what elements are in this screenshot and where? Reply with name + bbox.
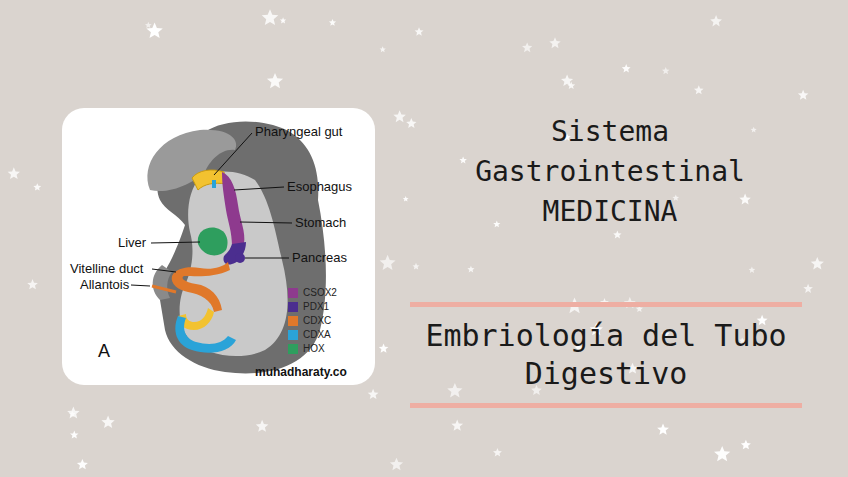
star [77,459,88,469]
thyroid-bud [212,180,216,188]
star [403,196,409,202]
star [329,19,336,26]
star [741,440,751,450]
midgut [172,262,230,312]
star [714,446,730,461]
legend-swatch [288,330,298,340]
legend-text: HOX [303,344,325,354]
pancreas-bud [235,253,245,263]
organ-label: Stomach [295,216,346,229]
star [256,420,269,432]
legend-swatch [288,344,298,354]
legend-swatch [288,316,298,326]
star [33,183,41,190]
star [380,255,396,270]
star [749,267,756,273]
legend-text: CSOX2 [303,288,337,298]
legend-row: CSOX2 [288,288,337,298]
liver-bud [198,228,228,256]
legend-text: PDX1 [303,302,329,312]
subtitle-band: Embriología del Tubo Digestivo [410,302,802,408]
star [493,448,502,456]
star [549,37,560,48]
star [145,22,152,28]
allantois [152,286,176,292]
star [811,257,824,270]
watermark: muhadharaty.co [255,366,347,378]
star [101,416,114,429]
star [710,15,722,26]
star [622,64,631,72]
organ-label: Vitelline duct [70,262,143,275]
legend-row: HOX [288,344,325,354]
star [694,85,704,94]
organ-label: Liver [118,236,146,249]
star [69,411,76,417]
organ-label: Pharyngeal gut [255,125,342,138]
organ-label: Allantois [80,278,129,291]
star [27,279,38,289]
star [390,458,403,471]
legend-swatch [288,302,298,312]
star [368,389,379,399]
hindgut-blue [175,316,236,353]
image-panel [62,108,375,385]
star [657,423,669,434]
star [803,284,813,293]
legend-swatch [288,288,298,298]
star [739,194,750,205]
star [8,167,20,179]
organ-label: Pancreas [292,251,347,264]
star [567,82,575,90]
star [493,221,500,228]
star [67,407,80,419]
star [451,420,463,431]
star [415,27,424,36]
star [447,383,462,398]
legend-row: PDX1 [288,302,329,312]
star [413,263,420,270]
legend-text: CDXC [303,316,331,326]
star [262,9,279,25]
legend-row: CDXC [288,316,331,326]
star [70,431,79,439]
legend-row: CDXA [288,330,331,340]
star [522,42,532,52]
star [751,127,757,133]
pharyngeal-gut [192,170,226,190]
legend-text: CDXA [303,330,331,340]
subtitle-text: Embriología del Tubo Digestivo [410,307,802,403]
star [379,344,389,353]
slide-title: Sistema Gastrointestinal MEDICINA [455,112,765,232]
star [406,118,416,128]
star [459,156,467,163]
organ-label: Esophagus [287,180,352,193]
star [467,266,474,273]
star [380,46,386,52]
star [267,73,283,88]
star [798,90,809,100]
leader-lines [131,133,292,286]
star [393,110,406,122]
panel-letter: A [98,342,110,360]
star [662,67,670,74]
star [280,17,286,23]
star [613,231,621,239]
